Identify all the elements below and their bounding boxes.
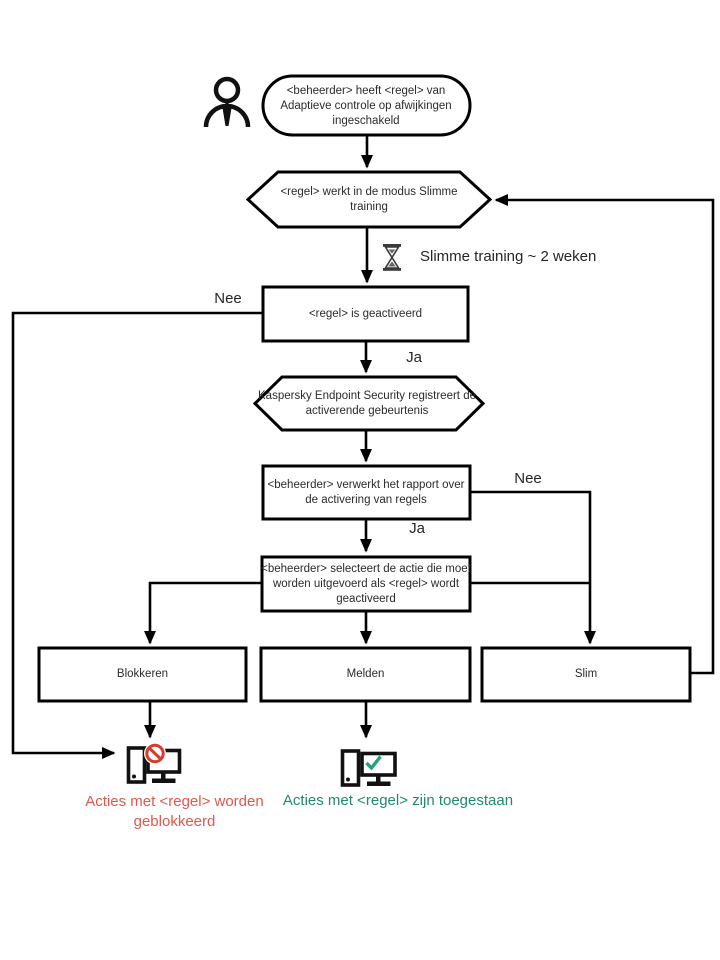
- node-block-shape: [37, 646, 248, 703]
- edge-label-nee-right: Nee: [514, 470, 542, 487]
- node-block-label: Blokkeren: [116, 668, 169, 680]
- blocked-computer-icon: [126, 742, 182, 784]
- edge-no-to-smart: [470, 490, 596, 645]
- node-mode-label: <regel> werkt in de modus Slimme trainin…: [280, 185, 458, 213]
- flow-connectors: [11, 135, 715, 759]
- node-triggered-label: <regel> is geactiveerd: [308, 307, 423, 320]
- node-report-label: <beheerder> verwerkt het rapport over de…: [267, 478, 465, 506]
- node-select-label: <beheerder> selecteert de actie die moet…: [261, 562, 471, 605]
- node-start-label: <beheerder> heeft <regel> van Adaptieve …: [280, 84, 452, 127]
- node-notify-shape: [259, 646, 472, 703]
- edge-smart-loop-to-mode: [494, 194, 715, 675]
- node-notify-label: Melden: [346, 668, 385, 680]
- node-start-shape: [261, 74, 472, 137]
- training-duration-note: Slimme training ~ 2 weken: [420, 248, 597, 265]
- result-blocked-caption: Acties met <regel> worden geblokkeerd: [85, 793, 264, 830]
- person-icon: [203, 76, 251, 128]
- node-smart-shape: [480, 646, 692, 703]
- node-registers-label: Kaspersky Endpoint Security registreert …: [258, 389, 476, 417]
- node-shapes: [37, 74, 692, 703]
- hourglass-icon: [383, 244, 401, 271]
- checkmark-icon: [365, 755, 382, 771]
- node-triggered-shape: [261, 285, 470, 343]
- allowed-computer-icon: [340, 749, 397, 787]
- result-allowed-caption: Acties met <regel> zijn toegestaan: [282, 792, 514, 809]
- edge-no-to-blocked: [11, 311, 263, 759]
- edge-label-ja-bottom: Ja: [409, 520, 425, 537]
- node-report-shape: [261, 464, 472, 521]
- edge-select-to-block: [144, 581, 262, 645]
- edge-label-nee-top: Nee: [214, 290, 242, 307]
- node-select-shape: [260, 555, 472, 613]
- prohibition-sign-icon: [145, 743, 165, 764]
- node-smart-label: Slim: [574, 668, 598, 680]
- node-mode-shape: [245, 170, 493, 229]
- edge-label-ja-top: Ja: [406, 349, 422, 366]
- node-registers-shape: [252, 375, 486, 432]
